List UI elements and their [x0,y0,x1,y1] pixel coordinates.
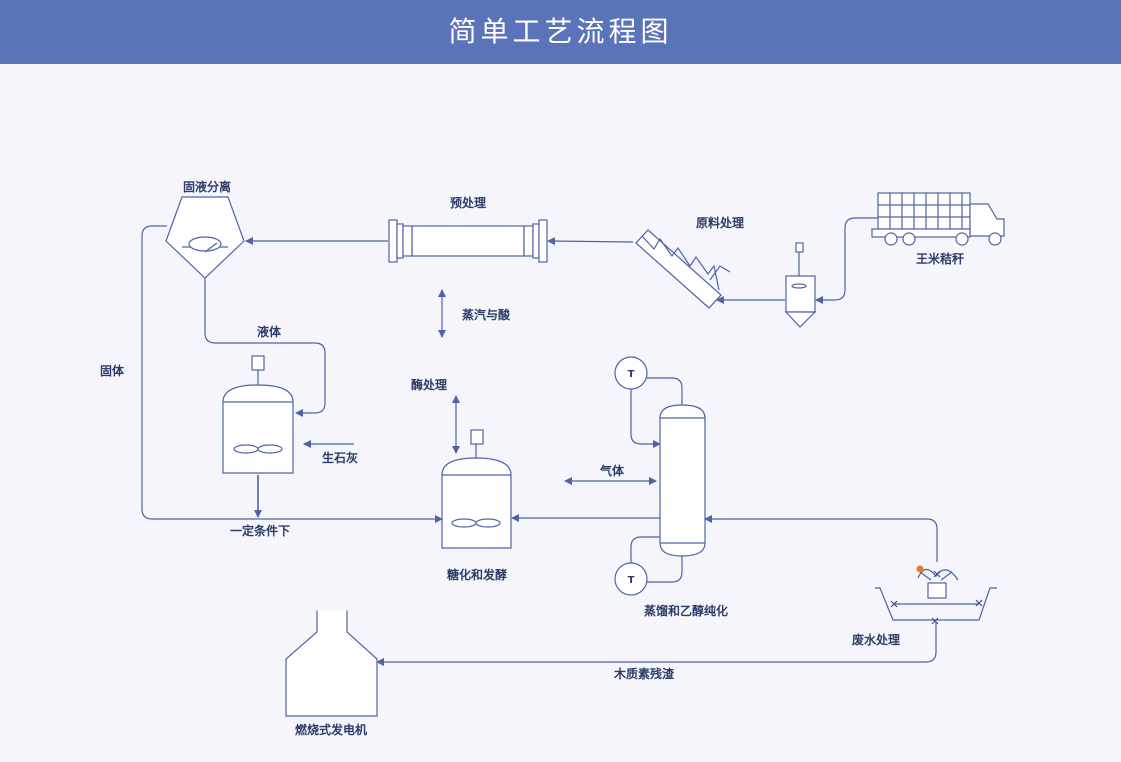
flow-liquid-line [204,272,326,417]
wastewater-pool-icon [875,568,997,621]
flow-lignin-line [376,622,937,666]
label-certain-condition: 一定条件下 [230,523,290,538]
label-enzyme-processing: 酶处理 [411,377,447,392]
flow-gauge-top-to-column [630,386,661,448]
flow-gauge-bottom-line [647,552,683,583]
label-liquid: 液体 [257,324,282,339]
distillation-column-icon [659,404,706,557]
pool-valve-markers [890,570,983,625]
combustion-generator-icon [285,607,378,717]
label-pretreatment: 预处理 [450,195,486,210]
label-corn-stover: 王米秸秆 [916,251,964,266]
label-acid-steam: 蒸汽与酸 [462,307,511,322]
label-lime: 生石灰 [322,450,358,465]
header-bar [0,0,1121,64]
flow-solid-line [141,225,443,523]
flow-gauge-bottom-to-column [630,536,660,566]
label-distillation-purification: 蒸馏和乙醇纯化 [644,603,728,618]
flow-screw-to-pretreatment [547,237,634,246]
fermentation-tank-icon [441,429,512,549]
flow-wastewater-to-column [704,515,938,562]
temperature-gauge-bottom-icon [614,562,648,596]
screw-conveyor-icon [635,229,731,309]
gauge-bottom-label: T [628,575,635,586]
label-generator: 燃烧式发电机 [295,722,367,737]
page-title: 简单工艺流程图 [448,15,673,48]
solid-liquid-separator-icon [165,196,245,279]
truck-icon [871,192,1005,246]
flow-truck-to-tank [815,217,878,304]
gauge-top-label: T [628,369,635,380]
label-raw-processing: 原料处理 [696,215,744,230]
flow-gauge-top-line [647,377,683,405]
label-saccharification-fermentation: 糖化和发酵 [447,567,507,582]
pretreatment-reactor-icon [388,219,548,263]
label-wastewater-treatment: 废水处理 [852,632,900,647]
lime-mixing-tank-icon [222,355,294,474]
label-solid-liquid-separation: 固液分离 [183,179,231,194]
small-mixing-tank-icon [784,242,817,328]
orange-indicator-icon [916,565,924,573]
temperature-gauge-top-icon [614,356,648,390]
label-gas: 气体 [599,463,625,478]
label-lignin-residue: 木质素残渣 [613,666,675,681]
label-solid: 固体 [100,363,125,378]
